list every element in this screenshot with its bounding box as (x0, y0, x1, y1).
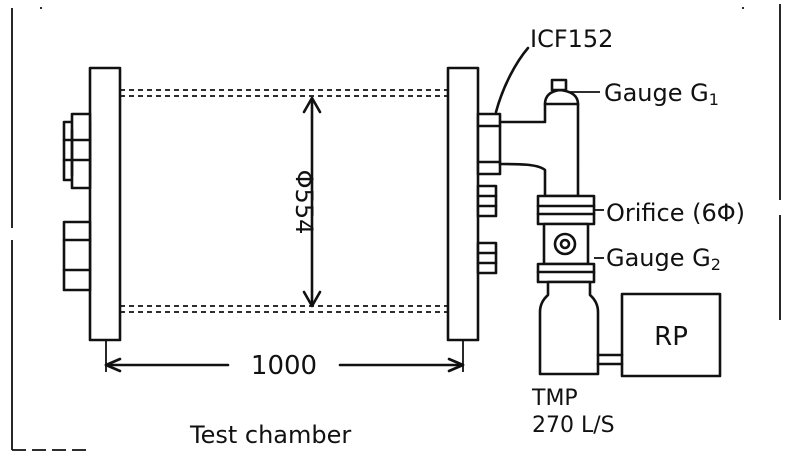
length-label: 1000 (251, 351, 317, 381)
tmp-label: TMP (531, 386, 578, 411)
diameter-dimension (302, 96, 322, 308)
left-ports (62, 112, 92, 292)
right-ports (476, 184, 498, 275)
leader-lines (568, 91, 604, 259)
right-end-flange (446, 66, 480, 342)
tmp-speed-label: 270 L/S (532, 413, 615, 438)
icf152-label: ICF152 (530, 25, 613, 53)
caption: Test chamber (189, 421, 351, 449)
gauge-g1-subscript: 1 (709, 90, 719, 109)
left-end-flange (88, 66, 122, 342)
length-dimension (104, 340, 465, 373)
diameter-label: Φ554 (290, 170, 318, 235)
rp-label: RP (654, 322, 688, 352)
orifice-assembly (536, 194, 596, 284)
gauge-g2-port (553, 232, 577, 256)
frame-border (11, 4, 781, 451)
test-chamber (88, 66, 480, 342)
icf152-flange (476, 46, 530, 176)
gauge-g1-label: Gauge G1 (604, 79, 719, 109)
gauge-g2-label: Gauge G2 (606, 244, 721, 274)
gauge-g2-subscript: 2 (711, 255, 721, 274)
elbow-pipe (498, 78, 580, 198)
orifice-label: Orifice (6Φ) (606, 199, 745, 227)
rp-pump (596, 292, 722, 378)
tmp-pump (538, 280, 600, 376)
